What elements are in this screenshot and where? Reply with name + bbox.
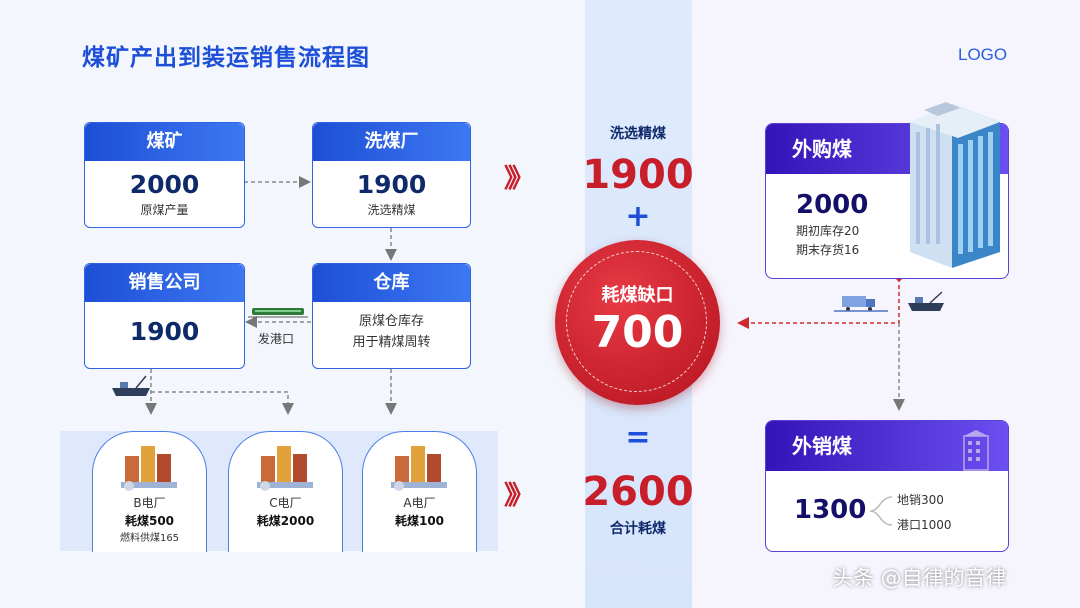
warehouse-line2: 用于精煤周转 <box>352 335 431 350</box>
plant-c-name: C电厂 <box>269 496 302 510</box>
washery-value: 1900 <box>356 170 427 199</box>
total-consumption-label: 合计耗煤 <box>610 521 666 537</box>
plant-b-consumption: 耗煤500 <box>124 514 175 528</box>
plant-card-c: C电厂 耗煤2000 <box>228 431 343 552</box>
ship-right-icon <box>908 291 944 311</box>
chevron-right-icon: 》》 <box>504 481 534 511</box>
power-plant-icon <box>391 446 447 491</box>
external-sales-local: 地销300 <box>897 493 944 507</box>
washery-title: 洗煤厂 <box>313 123 470 161</box>
external-sales-value: 1300 <box>794 495 867 525</box>
warehouse-box: 仓库 原煤仓库存 用于精煤周转 <box>312 263 471 369</box>
purchased-coal-notes: 期初库存20 期末存货16 <box>796 222 859 260</box>
plant-a-name: A电厂 <box>403 496 436 510</box>
sales-company-value: 1900 <box>129 317 200 346</box>
power-plant-icon <box>121 446 177 491</box>
warehouse-text: 原煤仓库存 用于精煤周转 <box>313 311 470 353</box>
plant-b-note: 燃料供煤165 <box>119 533 180 544</box>
total-consumption-value: 2600 <box>582 469 694 515</box>
ship-icon <box>112 375 150 396</box>
building-outline-icon <box>963 430 989 471</box>
mine-value: 2000 <box>129 170 200 199</box>
external-sales-port: 港口1000 <box>897 518 952 532</box>
purchased-coal-value: 2000 <box>796 190 869 220</box>
sales-company-title: 销售公司 <box>85 264 244 302</box>
sales-company-box: 销售公司 1900 <box>84 263 245 369</box>
truck-icon <box>834 296 888 312</box>
chevron-right-icon: 》》 <box>504 164 534 194</box>
purchased-coal-closing-stock: 期末存货16 <box>796 243 860 257</box>
washed-coal-label: 洗选精煤 <box>610 126 666 142</box>
arrow-purchase-to-gap <box>737 278 900 329</box>
coal-gap-circle-ring <box>566 251 707 392</box>
purchased-coal-opening-stock: 期初库存20 <box>796 224 860 238</box>
plant-card-b: B电厂 耗煤500 燃料供煤165 <box>92 431 207 552</box>
plus-sign: + <box>625 199 651 234</box>
washery-sub: 洗选精煤 <box>367 203 416 217</box>
port-label: 发港口 <box>258 332 295 346</box>
warehouse-title: 仓库 <box>313 264 470 302</box>
mine-title: 煤矿 <box>85 123 244 161</box>
train-icon <box>248 308 308 318</box>
branch-connector-icon <box>869 496 893 526</box>
external-sales-title: 外销煤 <box>766 421 1008 471</box>
coal-gap-label: 耗煤缺口 <box>601 285 674 306</box>
washery-box: 洗煤厂 1900 洗选精煤 <box>312 122 471 228</box>
plant-card-a: A电厂 耗煤100 <box>362 431 477 552</box>
plant-a-consumption: 耗煤100 <box>394 514 445 528</box>
plant-c-consumption: 耗煤2000 <box>256 514 315 528</box>
arrow-sales-to-plant-c <box>151 391 294 415</box>
page-title: 煤矿产出到装运销售流程图 <box>82 45 370 71</box>
warehouse-line1: 原煤仓库存 <box>358 314 424 329</box>
coal-gap-value: 700 <box>591 307 684 358</box>
logo: LOGO <box>958 45 1008 64</box>
plant-b-name: B电厂 <box>133 496 166 510</box>
watermark: 头条 @自律的音律 <box>832 566 1007 590</box>
power-plant-icon <box>257 446 313 491</box>
mine-box: 煤矿 2000 原煤产量 <box>84 122 245 228</box>
washed-coal-value: 1900 <box>582 152 694 198</box>
equals-sign: = <box>625 420 651 455</box>
mine-sub: 原煤产量 <box>140 203 189 217</box>
office-building-icon <box>910 102 1000 268</box>
